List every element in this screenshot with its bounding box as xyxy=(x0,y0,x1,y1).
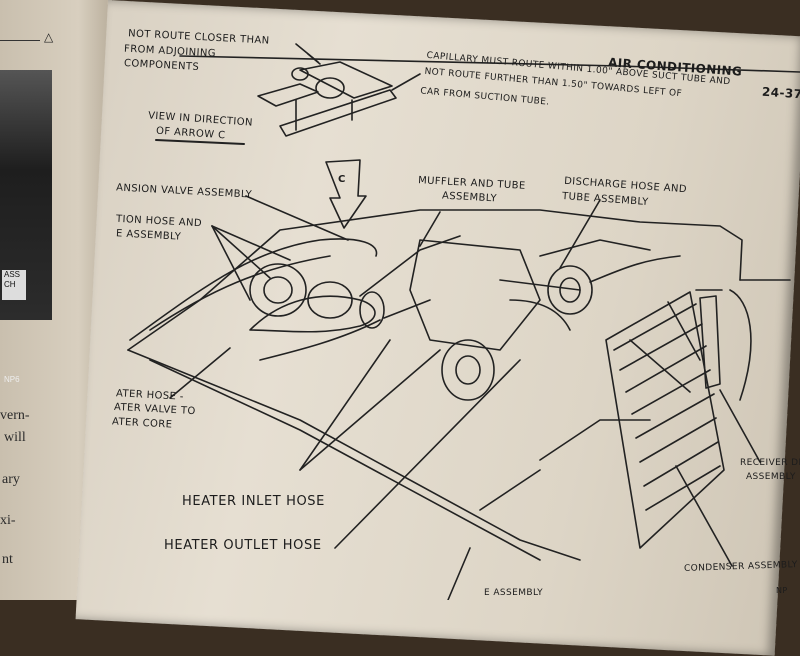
arrow-c-label: C xyxy=(338,174,346,185)
left-text-line: will xyxy=(4,430,26,445)
left-text-line: xi- xyxy=(0,513,16,528)
left-text-line: nt xyxy=(2,552,13,567)
condenser-drawing xyxy=(605,291,725,549)
receiver-drier-label: RECEIVER DR xyxy=(740,458,800,468)
photo-code: NP6 xyxy=(4,375,20,384)
heater-inlet-label: HEATER INLET HOSE xyxy=(182,494,325,509)
heater-outlet-label: HEATER OUTLET HOSE xyxy=(164,538,322,553)
receiver-drier-drawing xyxy=(699,295,721,389)
ac-system-diagram xyxy=(127,43,800,600)
header-rule xyxy=(179,55,621,67)
receiver-drier-label: ASSEMBLY xyxy=(746,472,796,482)
left-text-line: ary xyxy=(2,472,20,487)
page-number: 24-37 xyxy=(761,84,800,102)
photo-label: ASS CH xyxy=(2,270,26,300)
left-page-photo: ASS CH NP6 xyxy=(0,70,52,384)
left-text-line: vern- xyxy=(0,408,30,423)
corner-code: NP xyxy=(776,586,788,595)
left-page-rule xyxy=(0,40,40,41)
arrow-c-icon xyxy=(325,159,367,229)
detail-valve-drawing xyxy=(257,53,397,137)
warning-triangle-icon: △ xyxy=(44,30,54,44)
bottom-partial-label: E ASSEMBLY xyxy=(484,588,544,598)
